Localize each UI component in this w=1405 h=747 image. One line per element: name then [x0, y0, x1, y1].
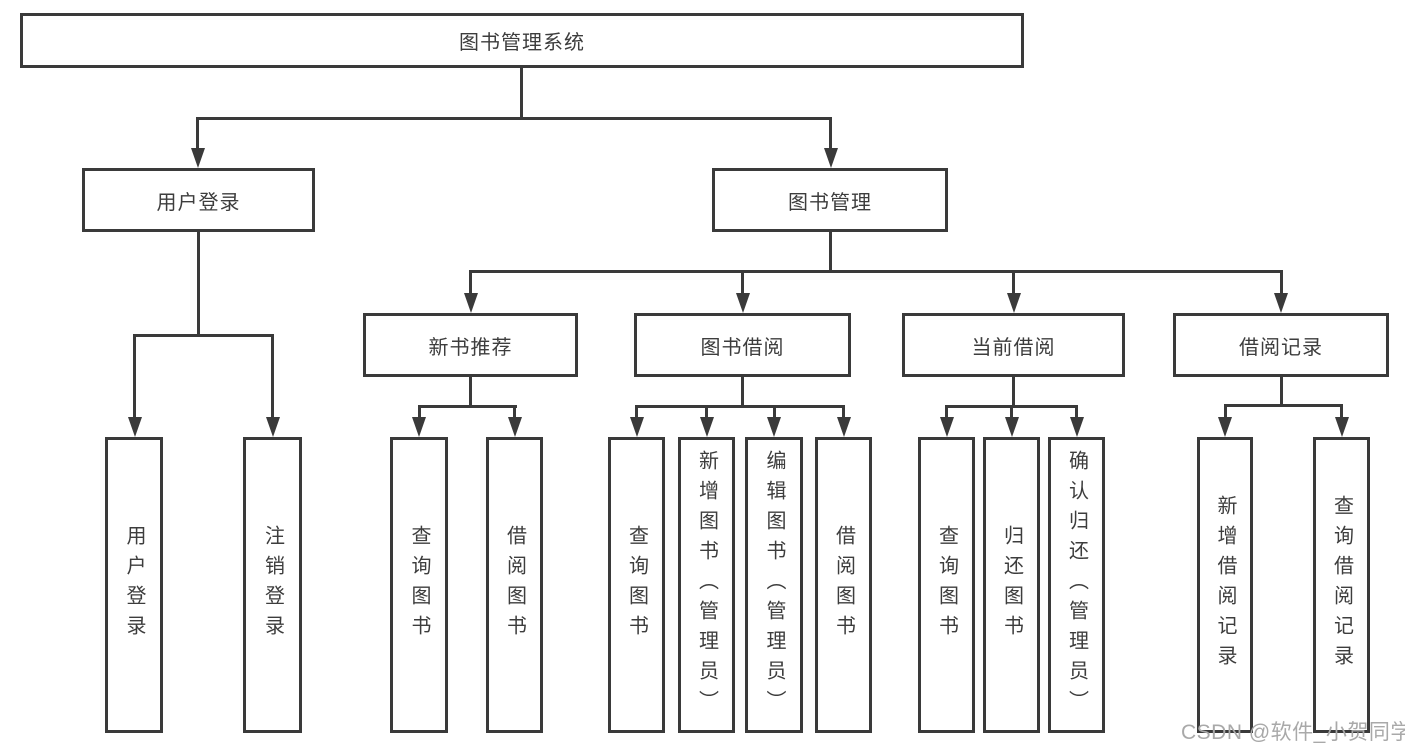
node-add-books-admin: 新增图书（管理员） — [678, 437, 735, 733]
node-current-borrowing: 当前借阅 — [902, 313, 1125, 377]
connector-line — [741, 377, 744, 408]
node-return-books: 归还图书 — [983, 437, 1040, 733]
connector-line — [773, 405, 776, 419]
connector-line — [635, 405, 638, 419]
arrow-down-icon — [1005, 417, 1019, 437]
connector-line — [418, 405, 421, 419]
node-query-borrow-record: 查询借阅记录 — [1313, 437, 1370, 733]
node-borrow-books-recommend: 借阅图书 — [486, 437, 543, 733]
node-user-login: 用户登录 — [82, 168, 315, 232]
connector-line — [469, 377, 472, 408]
connector-line — [133, 334, 274, 337]
connector-line — [1075, 405, 1078, 419]
node-new-book-recommendation: 新书推荐 — [363, 313, 578, 377]
connector-line — [520, 66, 523, 119]
arrow-down-icon — [508, 417, 522, 437]
node-borrowing-records: 借阅记录 — [1173, 313, 1389, 377]
arrow-down-icon — [1218, 417, 1232, 437]
node-logout: 注销登录 — [243, 437, 302, 733]
connector-line — [196, 117, 832, 120]
node-confirm-return-admin: 确认归还（管理员） — [1048, 437, 1105, 733]
connector-line — [196, 117, 199, 150]
node-user-login-leaf: 用户登录 — [105, 437, 163, 733]
arrow-down-icon — [1007, 293, 1021, 313]
connector-line — [271, 334, 274, 419]
connector-line — [1010, 405, 1013, 419]
node-edit-books-admin: 编辑图书（管理员） — [745, 437, 803, 733]
arrow-down-icon — [837, 417, 851, 437]
arrow-down-icon — [1070, 417, 1084, 437]
arrow-down-icon — [700, 417, 714, 437]
connector-line — [1280, 377, 1283, 407]
connector-line — [418, 405, 517, 408]
connector-line — [1012, 270, 1015, 295]
node-book-management: 图书管理 — [712, 168, 948, 232]
connector-line — [741, 270, 744, 295]
arrow-down-icon — [412, 417, 426, 437]
connector-line — [945, 405, 948, 419]
arrow-down-icon — [736, 293, 750, 313]
csdn-watermark: CSDN @软件_小贺同学 — [1181, 721, 1405, 744]
connector-line — [513, 405, 516, 419]
arrow-down-icon — [767, 417, 781, 437]
connector-line — [829, 232, 832, 273]
node-borrow-books-borrowing: 借阅图书 — [815, 437, 872, 733]
node-book-borrowing: 图书借阅 — [634, 313, 851, 377]
arrow-down-icon — [630, 417, 644, 437]
connector-line — [1224, 404, 1343, 407]
connector-line — [469, 270, 472, 295]
connector-line — [469, 270, 1283, 273]
node-library-management-system: 图书管理系统 — [20, 13, 1024, 68]
connector-line — [705, 405, 708, 419]
connector-line — [1224, 404, 1227, 419]
connector-line — [1012, 377, 1015, 408]
node-query-books-borrowing: 查询图书 — [608, 437, 665, 733]
arrow-down-icon — [1274, 293, 1288, 313]
connector-line — [1340, 404, 1343, 419]
connector-line — [829, 117, 832, 150]
arrow-down-icon — [1335, 417, 1349, 437]
connector-line — [842, 405, 845, 419]
node-query-books-current: 查询图书 — [918, 437, 975, 733]
arrow-down-icon — [266, 417, 280, 437]
arrow-down-icon — [940, 417, 954, 437]
node-query-books-recommend: 查询图书 — [390, 437, 448, 733]
connector-line — [1280, 270, 1283, 295]
connector-line — [635, 405, 845, 408]
arrow-down-icon — [464, 293, 478, 313]
arrow-down-icon — [824, 148, 838, 168]
node-add-borrow-record: 新增借阅记录 — [1197, 437, 1253, 733]
connector-line — [133, 334, 136, 419]
arrow-down-icon — [128, 417, 142, 437]
connector-line — [197, 232, 200, 337]
arrow-down-icon — [191, 148, 205, 168]
